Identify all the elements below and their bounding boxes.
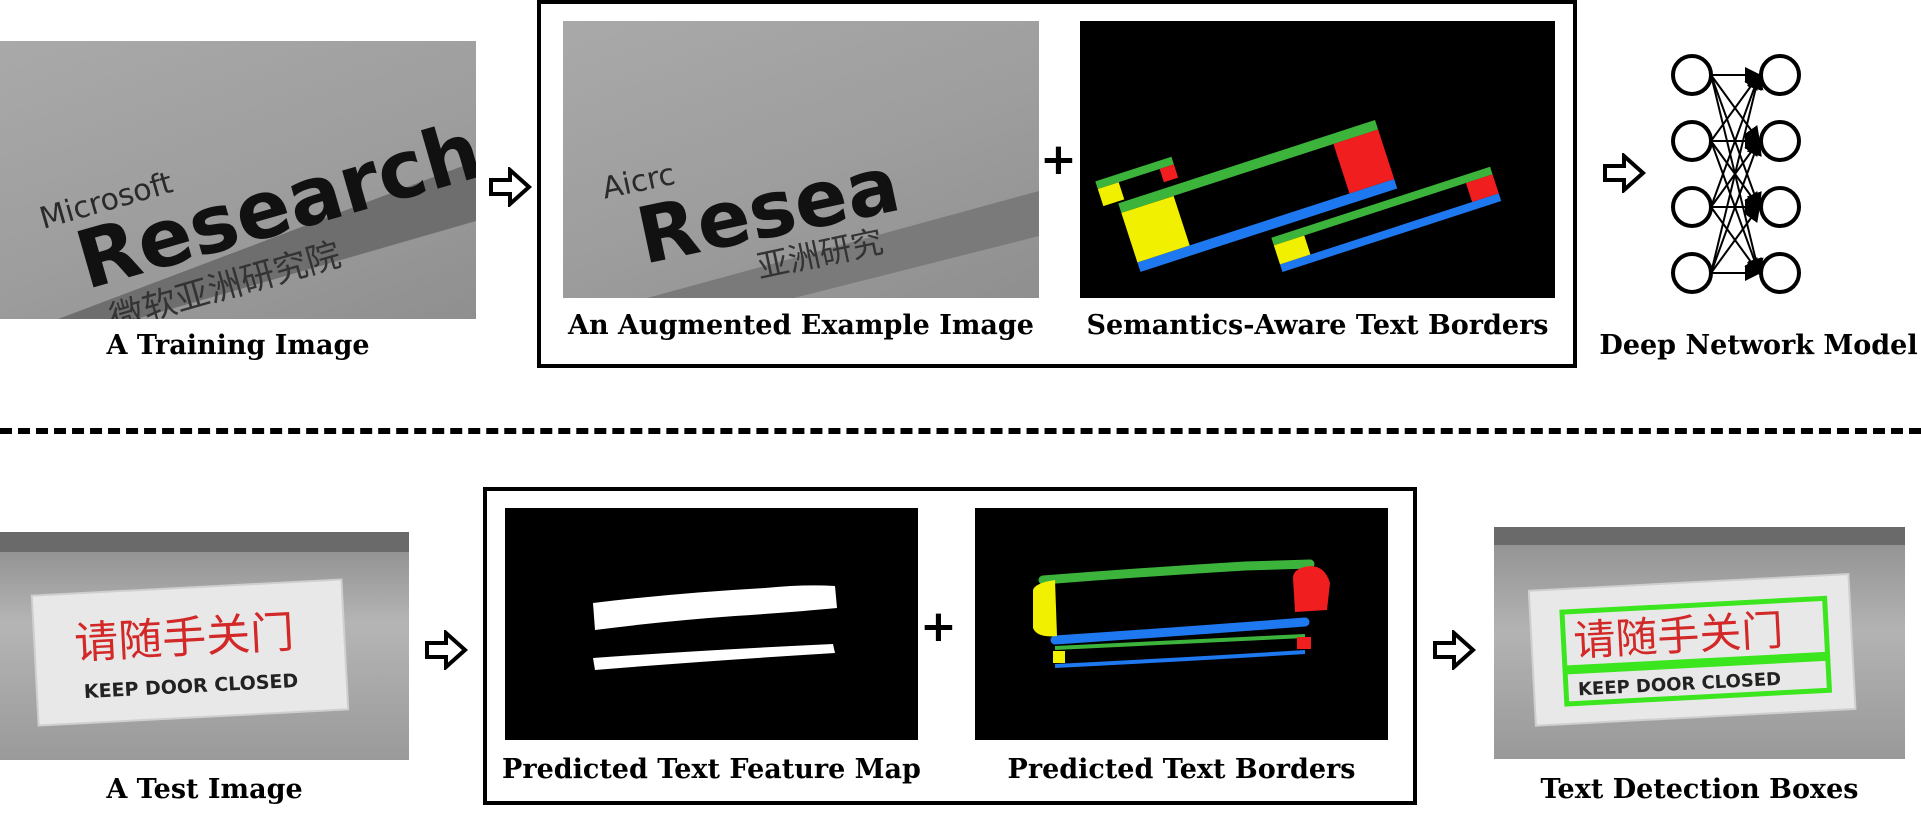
augmented-image-caption: An Augmented Example Image [568, 310, 1034, 341]
pred-border-top-1 [1038, 559, 1315, 585]
augmented-image-graphic: Aicrc Resea 亚洲研究 [599, 139, 1039, 298]
training-image-graphic: Microsoft Research 微软亚洲研究院 [36, 104, 476, 319]
augmented-image: Aicrc Resea 亚洲研究 [563, 21, 1039, 298]
border-left-block-2 [1273, 235, 1311, 265]
neural-network-icon [1671, 54, 1801, 294]
test-image-caption: A Test Image [106, 774, 303, 805]
border-right-block-1 [1333, 129, 1395, 194]
border-left-block-1 [1121, 195, 1190, 263]
pred-border-left-2 [1053, 651, 1065, 663]
pred-border-right-1 [1293, 566, 1330, 612]
text-borders-image [1080, 21, 1555, 298]
test-image: 请随手关门 KEEP DOOR CLOSED [0, 532, 409, 760]
pred-border-left-1 [1033, 580, 1057, 637]
row-separator-dashed-line [0, 428, 1921, 434]
border-bottom-line-2 [1280, 193, 1502, 273]
detection-sign-cn: 请随手关门 [1572, 606, 1784, 666]
test-sign-board [30, 578, 350, 727]
pred-border-bottom-1 [1050, 617, 1310, 645]
detection-top-strip [1494, 527, 1905, 545]
bottom-prediction-group-frame [483, 487, 1417, 805]
border-right-block-2 [1465, 174, 1499, 203]
pred-border-right-2 [1297, 637, 1311, 649]
test-image-graphic: 请随手关门 KEEP DOOR CLOSED [0, 532, 409, 727]
network-caption: Deep Network Model [1599, 330, 1918, 361]
right-arrow-icon [425, 630, 468, 670]
feature-map-graphic [593, 585, 837, 670]
feature-blob-line-2 [593, 644, 835, 670]
border-left-block-small [1097, 182, 1125, 207]
feature-map-caption: Predicted Text Feature Map [502, 754, 921, 785]
right-arrow-icon [489, 167, 532, 207]
predicted-borders-caption: Predicted Text Borders [1007, 754, 1356, 785]
training-image: Microsoft Research 微软亚洲研究院 [0, 41, 476, 319]
detection-caption: Text Detection Boxes [1540, 774, 1859, 805]
border-top-line-2 [1271, 166, 1493, 246]
text-borders-graphic [1095, 119, 1502, 273]
detection-image-graphic: 请随手关门 KEEP DOOR CLOSED [1494, 527, 1905, 727]
detection-image: 请随手关门 KEEP DOOR CLOSED [1494, 527, 1905, 759]
detection-box-en [1562, 655, 1833, 707]
predicted-borders-graphic [1033, 559, 1330, 668]
right-arrow-icon [1603, 153, 1646, 193]
training-shadow-band [58, 161, 476, 319]
feature-blob-line-1 [593, 585, 837, 630]
border-bottom-line-1 [1137, 178, 1398, 272]
border-top-line-small [1095, 156, 1174, 190]
pred-border-bottom-2 [1054, 650, 1306, 668]
predicted-borders-image [975, 508, 1388, 740]
border-top-line-1 [1118, 119, 1379, 213]
plus-sign-top: + [1040, 134, 1077, 185]
test-top-strip [0, 532, 409, 552]
training-image-caption: A Training Image [106, 330, 370, 361]
text-borders-caption: Semantics-Aware Text Borders [1086, 310, 1549, 341]
pred-border-top-2 [1054, 634, 1306, 650]
border-right-block-small [1159, 164, 1179, 183]
detection-box-cn [1559, 595, 1831, 671]
feature-map-image [505, 508, 918, 740]
right-arrow-icon [1433, 630, 1476, 670]
test-sign-cn: 请随手关门 [73, 607, 295, 669]
top-training-group-frame [537, 0, 1577, 368]
plus-sign-bottom: + [920, 601, 957, 652]
